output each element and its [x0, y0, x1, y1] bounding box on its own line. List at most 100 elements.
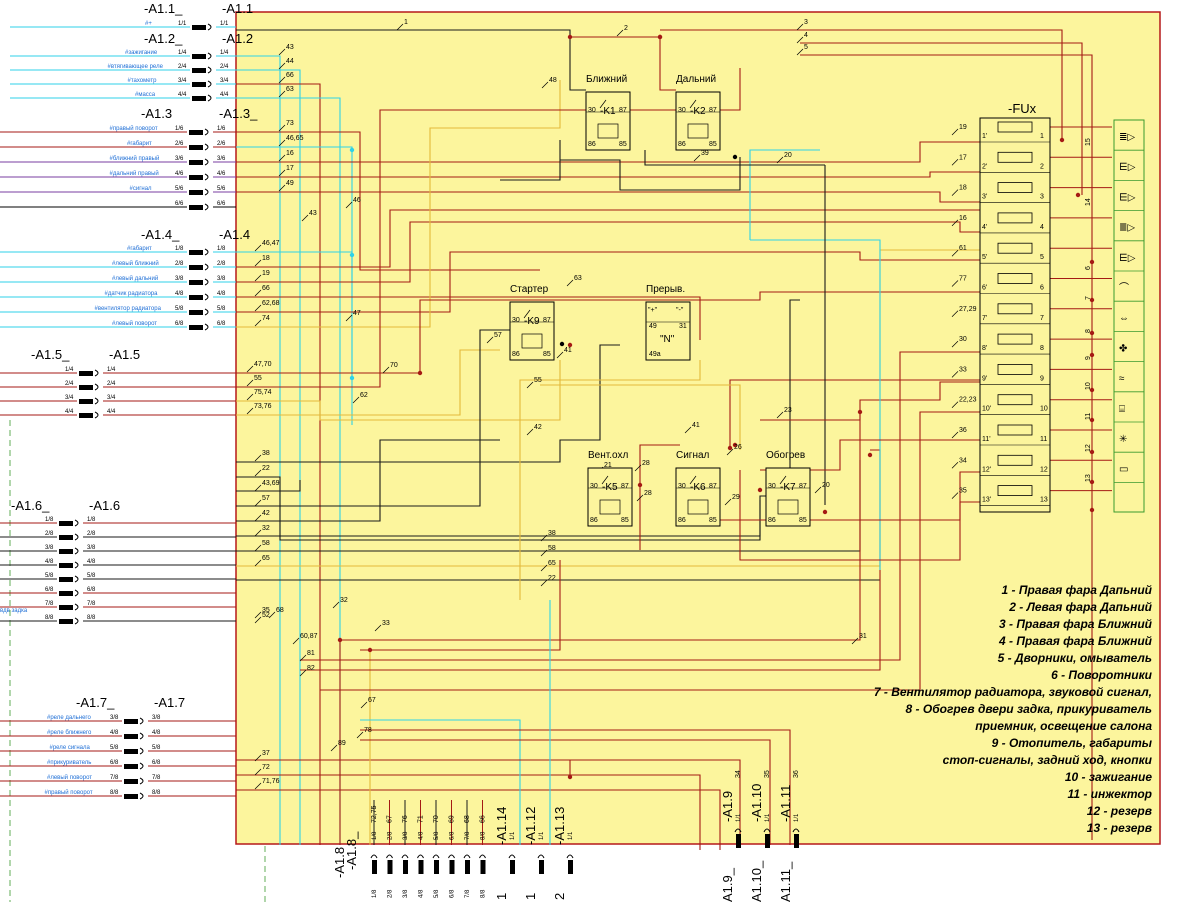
- wire-label: 7: [1085, 296, 1092, 300]
- relay-id: -K2: [690, 106, 706, 117]
- plug-body: [192, 54, 206, 59]
- plug-body: [189, 160, 203, 165]
- pin-number: 4/8: [87, 559, 96, 565]
- legend-item: 8 - Обогрев двери задка, прикуриватель: [906, 702, 1152, 716]
- wire-label: 63: [574, 275, 582, 282]
- wire-internal: [360, 719, 521, 845]
- wire-2: [570, 36, 676, 91]
- wire-label: 6: [1085, 266, 1092, 270]
- plug-arc: [204, 263, 209, 271]
- connector-label-a15-right: -A1.5: [109, 347, 140, 362]
- wire-internal: [639, 444, 680, 550]
- wire-tick: [254, 611, 262, 619]
- wire-tick: [951, 431, 959, 439]
- fuse-in-label: 3': [982, 194, 987, 201]
- wire-tick: [278, 124, 286, 132]
- wire-internal: [236, 68, 741, 388]
- plug-body: [189, 205, 203, 210]
- junction-dot: [1059, 137, 1065, 143]
- signal-name: #левый ближний: [112, 260, 159, 267]
- wire-internal: [739, 470, 1000, 561]
- signal-name: #тахометр: [128, 78, 158, 84]
- pin-number: 1/1: [794, 813, 800, 822]
- wire-internal: [236, 221, 1000, 283]
- plug-arc: [74, 519, 79, 527]
- relay-pin: 87: [799, 483, 807, 490]
- junction-dot: [349, 147, 355, 153]
- fuse-out-label: 12: [1040, 466, 1048, 473]
- wire-tick: [246, 407, 254, 415]
- signal-name: #дальний правый: [110, 170, 159, 177]
- relay-pin: 49: [649, 323, 657, 330]
- relay-id: -K5: [602, 482, 618, 493]
- wire-tick: [254, 529, 262, 537]
- legend-item: 11 - инжектор: [1068, 787, 1152, 801]
- pin-number: 5/6: [175, 186, 184, 192]
- wire-internal: [236, 55, 281, 845]
- plug-arc: [204, 143, 209, 151]
- wire-tick: [382, 366, 390, 374]
- relay-pin: 30: [768, 483, 776, 490]
- connector-label-right: -A1.10: [749, 784, 764, 822]
- pin-number: 6/8: [87, 587, 96, 593]
- connector-label-single: -A1.14: [494, 807, 509, 845]
- junction-dot: [857, 409, 863, 415]
- relay-pin: "-": [676, 307, 684, 314]
- wire-label: 73,76: [254, 403, 272, 410]
- relay-pin: 30: [678, 107, 686, 114]
- wire-label: 22,23: [959, 397, 977, 404]
- relay-pin: 30: [512, 317, 520, 324]
- fuse-out-label: 3: [1040, 194, 1044, 201]
- turn-signal-icon: ⇔: [1119, 313, 1129, 324]
- wire-label: 41: [564, 347, 572, 354]
- wire-label: 57: [494, 332, 502, 339]
- pin-number: 8/8: [481, 889, 487, 898]
- connector-label-a15: -A1.5_: [31, 347, 70, 362]
- bottom-plug: [568, 860, 573, 874]
- bottom-plug: [510, 860, 515, 874]
- fuse: [997, 454, 1033, 466]
- pin-number: 7/8: [152, 775, 161, 781]
- wire-label: 81: [307, 650, 315, 657]
- pin-number: 8/8: [110, 790, 119, 796]
- pin-number: 3/8: [403, 889, 409, 898]
- pin-number: 3/6: [217, 156, 226, 162]
- wire-tick: [254, 754, 262, 762]
- pin-number: 4/4: [65, 409, 74, 415]
- pin-number: 7/8: [465, 889, 471, 898]
- wire-tick: [254, 499, 262, 507]
- wire-tick: [634, 464, 642, 472]
- fuse-out-label: 8: [1040, 345, 1044, 352]
- relay-title: Сигнал: [676, 450, 710, 461]
- wire-tick: [360, 701, 368, 709]
- signal-name: #масса: [135, 92, 156, 98]
- wire-label: 22: [262, 465, 270, 472]
- relay-title: Прерыв.: [646, 284, 685, 295]
- relay-pin: 87: [709, 483, 717, 490]
- relay-id: -K9: [524, 316, 540, 327]
- relay-coil: [687, 123, 709, 139]
- junction-dot: [757, 487, 763, 493]
- junction-dot: [1089, 387, 1095, 393]
- plug-body: [59, 563, 73, 568]
- wire-label: 20: [784, 152, 792, 159]
- wire-tick: [254, 304, 262, 312]
- low-beam-icon: ⋿▷: [1119, 253, 1136, 264]
- pin-number: 3/4: [107, 395, 116, 401]
- wire-tick: [332, 601, 340, 609]
- pin-number: 3/8: [152, 715, 161, 721]
- pin-number: 2/4: [65, 381, 74, 387]
- wire-tick: [951, 401, 959, 408]
- fuse: [997, 212, 1033, 224]
- pin-number: 3/8: [217, 276, 226, 282]
- wire-label: 49: [286, 180, 294, 187]
- relay-body: [675, 467, 721, 527]
- wire-label: 77: [959, 276, 967, 283]
- wire-label: 70: [390, 362, 398, 369]
- wire-label: 62,68: [262, 300, 280, 307]
- wire-label: 55: [534, 377, 542, 384]
- wire-label: 43,69: [262, 480, 280, 487]
- wire-label: 52: [262, 612, 270, 619]
- relay-pin: 85: [619, 141, 627, 148]
- wire-tick: [541, 81, 549, 89]
